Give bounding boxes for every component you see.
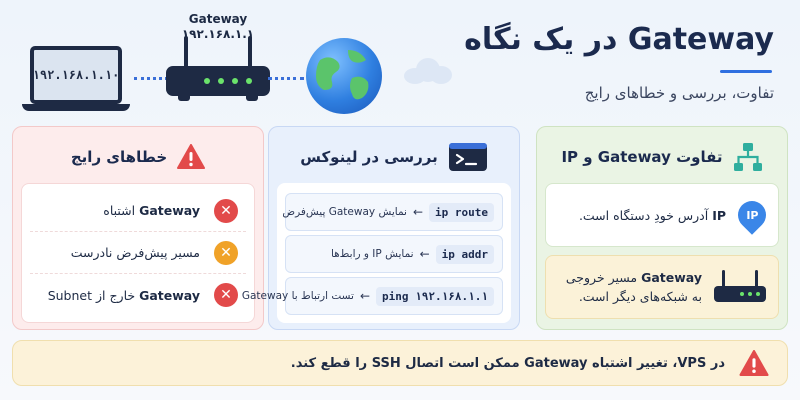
panel-header: تفاوت Gateway و IP: [545, 135, 779, 179]
page-subtitle: تفاوت، بررسی و خطاهای رایج: [584, 84, 774, 102]
panel-title: بررسی در لینوکس: [300, 148, 438, 166]
gateway-name: Gateway: [188, 12, 248, 26]
gateway-ip: ۱۹۲.۱۶۸.۱.۱: [181, 27, 255, 41]
gateway-vs-ip-panel: تفاوت Gateway و IP IP آدرس خودِ دستگاه ا…: [536, 126, 788, 330]
list-item: تست ارتباط با Gateway ← ping ۱۹۲.۱۶۸.۱.۱: [242, 277, 503, 315]
location-pin-icon: IP: [732, 195, 772, 235]
panel-title: خطاهای رایج: [70, 148, 168, 166]
vps-warning-banner: در VPS، تغییر اشتباه Gateway ممکن است ات…: [12, 340, 788, 386]
linux-check-panel: بررسی در لینوکس نمایش Gateway پیش‌فرض ← …: [242, 126, 520, 330]
panel-title: تفاوت Gateway و IP: [561, 148, 723, 166]
list-item: نمایش Gateway پیش‌فرض ← ip route: [282, 193, 503, 231]
common-errors-panel: خطاهای رایج Gateway اشتباه ✕ مسیر پیش‌فر…: [12, 126, 264, 330]
command-code: ip route: [429, 202, 494, 222]
gateway-label: Gateway ۱۹۲.۱۶۸.۱.۱: [162, 12, 274, 42]
command-code: ip addr: [435, 244, 494, 264]
laptop-illustration: ۱۹۲.۱۶۸.۱.۱۰: [22, 46, 130, 112]
list-item: مسیر پیش‌فرض نادرست ✕: [30, 232, 246, 274]
command-description: نمایش Gateway پیش‌فرض: [282, 206, 407, 218]
panel-header: خطاهای رایج: [21, 135, 255, 179]
terminal-icon: [448, 143, 487, 171]
ip-definition-text: IP آدرس خودِ دستگاه است.: [578, 207, 726, 223]
gateway-definition-card: Gateway مسیر خروجی به شبکه‌های دیگر است.: [545, 255, 779, 319]
title-underline: [720, 70, 772, 73]
ip-definition-card: IP آدرس خودِ دستگاه است. IP: [545, 183, 779, 247]
page-title: Gateway در یک نگاه: [464, 22, 774, 57]
command-description: نمایش IP و رابط‌ها: [330, 248, 414, 260]
close-icon: ✕: [214, 198, 238, 223]
error-text: Gateway خارج از Subnet: [47, 287, 200, 303]
connection-dots-left: [134, 77, 168, 81]
connection-dots-right: [268, 77, 304, 81]
warning-triangle-icon: [739, 349, 769, 376]
globe-icon: [306, 38, 382, 114]
arrow-left-icon: ←: [419, 247, 430, 261]
list-item: نمایش IP و رابط‌ها ← ip addr: [285, 235, 503, 273]
error-text: Gateway اشتباه: [103, 203, 200, 218]
cloud-icon: [404, 58, 452, 84]
warning-text: در VPS، تغییر اشتباه Gateway ممکن است ات…: [290, 355, 725, 371]
close-icon: ✕: [214, 240, 238, 265]
laptop-base: [22, 104, 130, 111]
arrow-left-icon: ←: [412, 205, 424, 219]
command-description: تست ارتباط با Gateway: [241, 290, 354, 302]
command-code: ping ۱۹۲.۱۶۸.۱.۱: [376, 286, 494, 306]
comparison-list: IP آدرس خودِ دستگاه است. IP Gateway مسیر…: [545, 183, 779, 323]
warning-triangle-icon: [177, 144, 206, 169]
router-icon: [166, 36, 270, 104]
error-text: مسیر پیش‌فرض نادرست: [70, 245, 200, 260]
list-item: Gateway خارج از Subnet ✕: [30, 274, 246, 316]
list-item: Gateway اشتباه ✕: [30, 190, 246, 232]
close-icon: ✕: [214, 283, 238, 307]
arrow-left-icon: ←: [359, 289, 371, 303]
gateway-definition-text: Gateway مسیر خروجی به شبکه‌های دیگر است.: [565, 270, 702, 304]
laptop-ip-label: ۱۹۲.۱۶۸.۱.۱۰: [30, 46, 122, 104]
panel-header: بررسی در لینوکس: [277, 135, 511, 179]
router-icon: [714, 270, 766, 304]
network-tree-icon: [733, 143, 762, 171]
commands-list: نمایش Gateway پیش‌فرض ← ip route نمایش I…: [242, 183, 511, 323]
errors-list: Gateway اشتباه ✕ مسیر پیش‌فرض نادرست ✕ G…: [21, 183, 255, 323]
